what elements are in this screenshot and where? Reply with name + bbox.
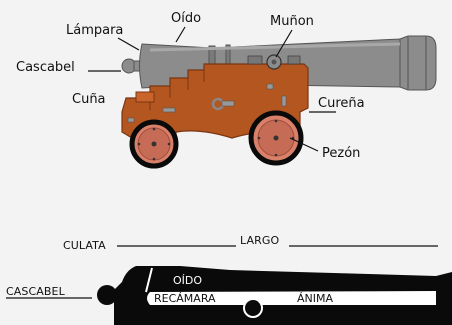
ring-bolt-bar — [221, 100, 235, 107]
silhouette-cascabel-knob — [97, 285, 117, 305]
front-wheel — [248, 110, 304, 166]
silhouette-bore — [147, 291, 436, 305]
silhouette-vent — [145, 267, 153, 293]
silhouette-muzzle — [437, 289, 452, 307]
leader-oido — [175, 26, 186, 43]
cross-section — [6, 245, 452, 325]
leader-lampara — [117, 37, 140, 51]
quoin-wedge — [135, 91, 155, 103]
label-cascabel: Cascabel — [16, 60, 75, 75]
carriage-bolt — [162, 107, 176, 113]
rear-wheel — [129, 119, 179, 169]
bottom-labels: CULATA LARGO CASCABEL OÍDO RECÁMARA ÁNIM… — [6, 234, 333, 305]
label-largo: LARGO — [240, 234, 279, 247]
capsquare — [247, 55, 263, 65]
carriage-bolt — [127, 117, 135, 123]
label-cascabel-bottom: CASCABEL — [6, 285, 66, 298]
label-curena: Cureña — [318, 96, 365, 111]
label-oido: Oído — [171, 11, 201, 26]
label-pezon: Pezón — [322, 146, 360, 161]
label-culata: CULATA — [63, 239, 106, 252]
trunnion-center — [271, 59, 277, 65]
capsquare — [287, 55, 301, 65]
label-lampara: Lámpara — [66, 23, 123, 38]
label-oido-bottom: OÍDO — [173, 274, 202, 287]
barrel-muzzle — [399, 35, 437, 91]
leader-munon — [275, 29, 293, 58]
leader-pezon — [289, 137, 319, 152]
carriage-bolt — [266, 83, 274, 90]
label-munon: Muñon — [270, 14, 314, 29]
label-cuna: Cuña — [72, 92, 106, 107]
barrel-highlight — [149, 42, 401, 52]
cannon-silhouette — [97, 266, 452, 325]
label-recamara: RECÁMARA — [154, 292, 216, 305]
carriage-bolt — [281, 95, 287, 107]
top-leader-lines — [88, 26, 336, 152]
carriage-steps — [149, 70, 205, 110]
cannon-illustration — [121, 35, 437, 169]
silhouette-trunnion — [243, 298, 263, 318]
label-anima: ÁNIMA — [297, 292, 333, 305]
top-labels: Lámpara Oído Muñon Cascabel Cuña Cureña … — [16, 11, 365, 161]
